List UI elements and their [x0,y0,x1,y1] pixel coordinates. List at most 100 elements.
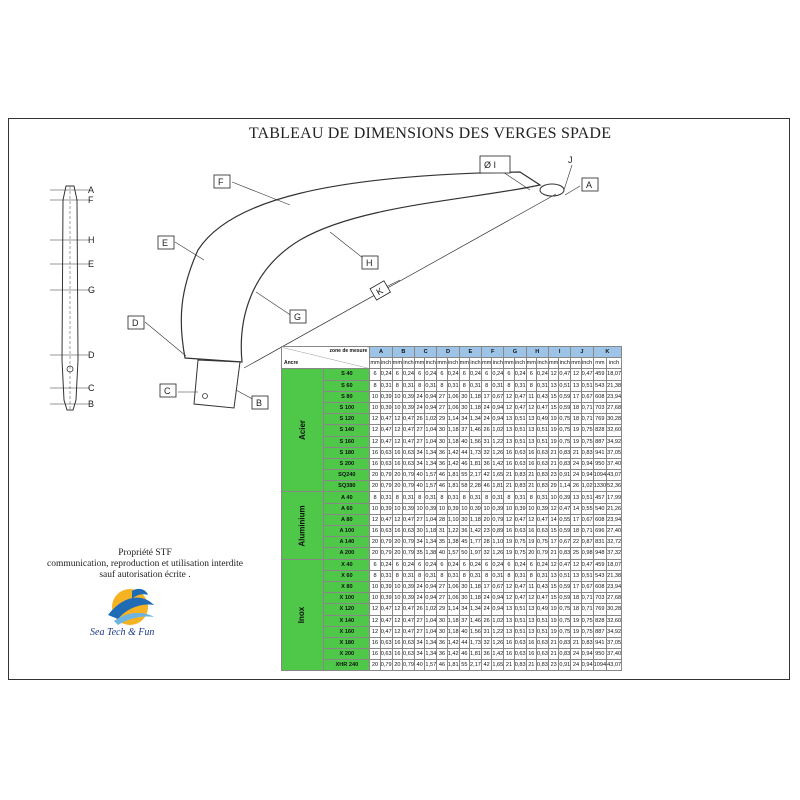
value-cell: 21 [525,480,537,493]
column-header-b: B [391,345,416,359]
value-cell: 40 [436,547,448,560]
value-cell: 0,67 [580,390,594,403]
value-cell: 6 [369,558,381,571]
value-cell: 8 [458,491,471,504]
value-cell: 30 [436,625,448,638]
value-cell: 1,57 [424,469,438,482]
value-cell: 10 [525,502,537,515]
value-cell: 34,92 [606,435,623,448]
value-cell: 8 [480,379,493,392]
value-cell: 828 [592,614,608,627]
value-cell: 21 [547,648,560,661]
value-cell: 16 [369,446,381,459]
value-cell: 16 [369,524,381,538]
value-cell: 10 [391,592,404,605]
value-cell: 30 [436,424,448,437]
value-cell: 27,68 [606,401,623,415]
value-cell: 0,31 [379,569,393,582]
value-cell: 0,75 [535,536,549,549]
value-cell: 16 [525,648,537,661]
value-cell: 2,17 [468,469,482,482]
value-cell: 0,51 [513,614,527,627]
value-cell: 24 [480,401,493,415]
value-cell: 0,83 [535,480,549,493]
value-cell: 0,39 [402,390,415,403]
value-cell: 16 [369,636,381,650]
value-cell: 0,63 [379,648,393,661]
value-cell: 0,94 [580,469,594,482]
value-cell: 30 [458,580,471,594]
svg-text:Ø I: Ø I [484,160,496,170]
value-cell: 12 [391,413,404,426]
value-cell: 44 [458,636,471,650]
value-cell: 13 [547,569,560,582]
value-cell: 43,07 [606,659,623,672]
value-cell: 0,43 [535,390,549,403]
unit-header: inch [535,357,549,370]
value-cell: 703 [592,592,608,605]
value-cell: 0,71 [580,524,594,538]
value-cell: 22 [570,536,582,549]
value-cell: 30,28 [606,603,623,616]
group-cell-aluminium: Aluminium [280,491,325,560]
value-cell: 46 [436,469,448,482]
value-cell: 0,31 [491,379,505,392]
value-cell: 16 [391,457,404,471]
value-cell: 0,39 [513,502,527,515]
value-cell: 0,94 [580,457,594,471]
value-cell: 12 [503,580,515,594]
label-j: J [568,155,573,165]
value-cell: 0,47 [513,592,527,605]
value-cell: 1,22 [491,625,505,638]
value-cell: 16 [503,524,515,538]
value-cell: 13 [503,625,515,638]
value-cell: 27 [436,401,448,415]
value-cell: 0,39 [446,502,460,515]
value-cell: 23 [480,524,493,538]
svg-text:K: K [375,286,385,298]
value-cell: 950 [592,457,608,471]
value-cell: 1,97 [468,547,482,560]
value-cell: 20 [369,480,381,493]
value-cell: 1,22 [491,435,505,448]
value-cell: 0,75 [558,435,572,448]
value-cell: 608 [592,390,608,403]
column-header-h: H [525,345,549,359]
value-cell: 1,02 [491,614,505,627]
value-cell: 19 [547,603,560,616]
value-cell: 0,83 [558,547,572,560]
value-cell: 0,55 [580,502,594,515]
value-cell: 0,79 [379,659,393,672]
value-cell: 1,73 [468,446,482,459]
value-cell: 0,94 [424,580,438,594]
value-cell: 18 [570,401,582,415]
value-cell: 1,06 [446,580,460,594]
value-cell: 16 [391,636,404,650]
value-cell: 0,63 [379,636,393,650]
value-cell: 10 [369,401,381,415]
value-cell: 0,31 [468,569,482,582]
value-cell: 0,31 [424,491,438,504]
value-cell: 10 [547,491,560,504]
unit-header: inch [513,357,527,370]
value-cell: 0,59 [558,524,572,538]
value-cell: 19 [547,424,560,437]
value-cell: 0,83 [535,469,549,482]
model-cell: X 200 [323,648,371,661]
value-cell: 8 [391,491,404,504]
value-cell: 36 [436,457,448,471]
unit-header: mm [391,357,404,370]
value-cell: 26 [570,480,582,493]
svg-text:G: G [294,312,301,322]
column-header-e: E [458,345,482,359]
model-cell: S 160 [323,435,371,448]
unit-header: mm [436,357,448,370]
value-cell: 21 [570,446,582,459]
value-cell: 34 [413,446,426,459]
